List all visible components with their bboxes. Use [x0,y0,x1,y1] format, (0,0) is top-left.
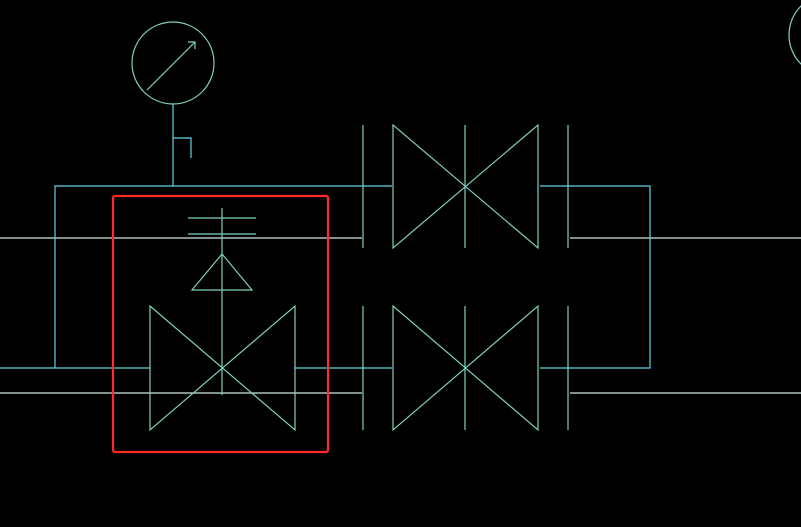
gate-valve-lower-icon[interactable] [362,304,569,432]
selection-box [111,194,330,454]
valve-body [392,123,539,250]
gauge-needle-head [188,41,196,49]
gauge-impulse-line [172,104,192,158]
valve-body [392,304,539,432]
bypass-loop-pipe-right [540,185,651,369]
pipe-network [0,104,801,394]
gauge-needle [146,41,196,91]
valve-body [149,304,296,432]
partial-gauge-icon[interactable] [788,0,801,76]
gate-valve-upper-icon[interactable] [362,123,569,250]
bypass-loop-pipe [0,185,392,369]
gauge-dial [131,21,215,105]
pressure-gauge-icon[interactable] [131,21,215,105]
partial-gauge-dial [788,5,801,65]
control-valve-icon[interactable] [149,208,296,432]
actuator-triangle [190,253,254,291]
